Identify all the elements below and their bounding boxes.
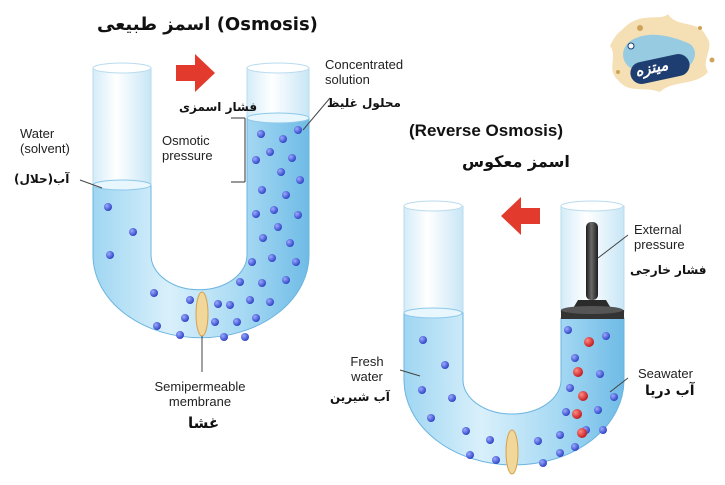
membrane-right — [505, 429, 519, 475]
membrane-label-fa: غشا — [188, 414, 220, 432]
membrane-left — [195, 291, 209, 337]
external-pressure-label: External pressure — [634, 222, 685, 252]
reverse-osmosis-title-en: (Reverse Osmosis) — [409, 121, 564, 140]
osmosis-tube — [92, 62, 310, 339]
seawater-label-fa: آب دریا — [645, 383, 695, 399]
flow-arrow-icon — [176, 54, 215, 92]
concentrated-label: Concentrated solution — [325, 57, 404, 87]
osmosis-title: اسمز طبیعی (Osmosis) — [97, 14, 318, 35]
piston-icon — [561, 222, 624, 319]
concentrated-label-fa: محلول غلیظ — [327, 96, 401, 110]
external-pressure-label-fa: فشار خارجی — [630, 263, 707, 277]
solvent-dots-left — [104, 126, 304, 341]
reverse-osmosis-tube — [403, 200, 625, 475]
osmotic-bracket — [231, 117, 246, 183]
water-label-fa: آب(حلال) — [14, 172, 70, 186]
osmotic-pressure-label: Osmotic pressure — [162, 133, 213, 163]
fresh-water-label-fa: آب شیرین — [330, 390, 390, 404]
splash-logo-icon — [610, 14, 715, 92]
seawater-label: Seawater — [638, 366, 693, 381]
water-label: Water (solvent) — [20, 126, 70, 156]
salt-dots-right — [572, 337, 594, 438]
membrane-label: Semipermeable membrane — [154, 379, 246, 409]
flow-arrow-icon — [501, 197, 540, 235]
fresh-water-label: Fresh water — [350, 354, 384, 384]
reverse-osmosis-title-fa: اسمز معکوس — [462, 152, 570, 171]
osmotic-pressure-label-fa: فشار اسمزی — [179, 100, 258, 114]
